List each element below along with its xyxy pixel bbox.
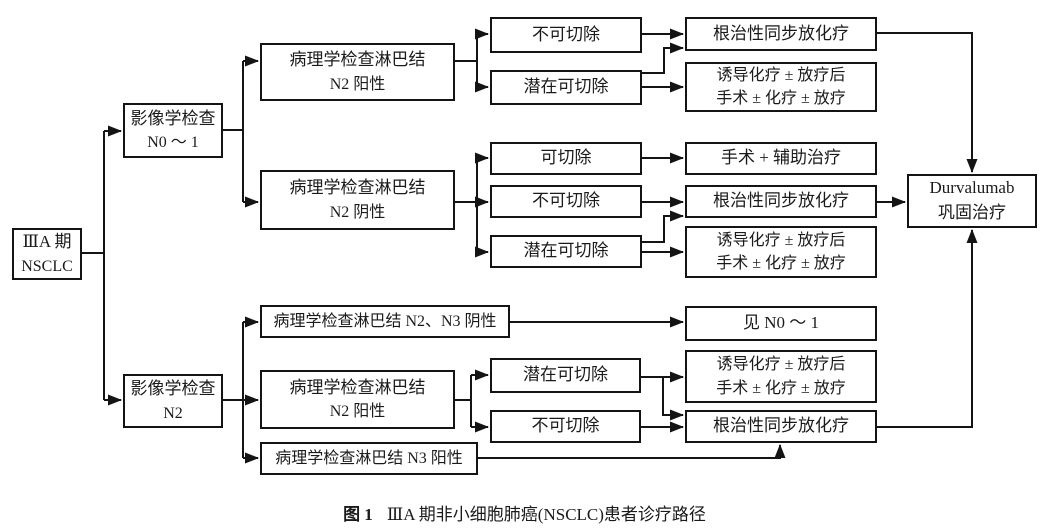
node-text-line: 手术 ± 化疗 ± 放疗 (716, 255, 846, 272)
node-text-line: 不可切除 (531, 416, 600, 436)
figure-caption: 图 1 ⅢA 期非小细胞肺癌(NSCLC)患者诊疗路径 (0, 500, 1049, 525)
node-text-line: 巩固治疗 (938, 203, 1006, 222)
node-text-line: 潜在可切除 (523, 241, 609, 261)
node-text-line: 病理学检查淋巴结 N2、N3 阴性 (273, 312, 497, 330)
arrow-n3pos-to-crt-bottom (478, 444, 786, 459)
arrow-pot-mid-to-crt (642, 210, 684, 243)
node-see-n0-1: 见 N0 ～ 1 (685, 306, 877, 341)
node-text-line: 根治性同步放化疗 (713, 191, 849, 211)
node-text-line: 根治性同步放化疗 (713, 416, 849, 436)
node-text-line: 病理学检查淋巴结 (289, 50, 426, 70)
node-text-line: ⅢA 期 (22, 232, 72, 252)
node-unresectable-mid: 不可切除 (490, 185, 642, 218)
node-text-line: N2 阴性 (329, 203, 386, 221)
node-text-line: 可切除 (540, 148, 592, 168)
node-text-line: 手术 ± 化疗 ± 放疗 (716, 90, 846, 107)
connector-n2neg-trunk (455, 158, 478, 252)
arrow-pot-bottom-to-crt (662, 377, 684, 421)
node-stage-iiia-nsclc: ⅢA 期 NSCLC (12, 228, 82, 280)
node-text-line: 手术 ± 化疗 ± 放疗 (716, 379, 846, 397)
node-durvalumab-consolidation: Durvalumab 巩固治疗 (907, 174, 1037, 228)
arrow-crt-top-to-durvalumab (877, 32, 978, 173)
node-text-line: N2 阳性 (329, 75, 386, 93)
node-text-line: Durvalumab (929, 178, 1015, 198)
node-text-line: 病理学检查淋巴结 (289, 178, 426, 198)
node-text-line: 诱导化疗 ± 放疗后 (716, 356, 846, 374)
connector-n2pos-bottom-trunk (455, 375, 472, 427)
node-surgery-plus-adjuvant: 手术 + 辅助治疗 (685, 142, 877, 175)
node-imaging-n2: 影像学检查 N2 (123, 374, 223, 428)
node-potentially-resectable-top: 潜在可切除 (490, 70, 642, 105)
node-text-line: 潜在可切除 (523, 77, 609, 97)
node-text-line: NSCLC (21, 257, 73, 275)
node-pathology-n3-positive: 病理学检查淋巴结 N3 阳性 (260, 442, 478, 475)
node-text-line: 诱导化疗 ± 放疗后 (716, 66, 846, 84)
node-text-line: 潜在可切除 (523, 365, 608, 385)
node-text-line: 手术 + 辅助治疗 (720, 148, 842, 168)
node-text-line: N2 (163, 404, 183, 422)
node-pathology-n2-positive-bottom: 病理学检查淋巴结 N2 阳性 (260, 370, 455, 429)
node-text-line: N2 阳性 (329, 403, 386, 421)
connector-stage-trunk (82, 131, 105, 400)
node-potentially-resectable-mid: 潜在可切除 (490, 235, 642, 268)
node-definitive-chemoradiotherapy-top: 根治性同步放化疗 (685, 17, 877, 51)
node-text-line: N0 ～ 1 (147, 134, 199, 152)
figure-caption-text: ⅢA 期非小细胞肺癌(NSCLC)患者诊疗路径 (386, 505, 706, 524)
node-text-line: 病理学检查淋巴结 N3 阳性 (275, 449, 463, 467)
node-text-line: 影像学检查 (130, 108, 216, 128)
node-induction-therapy-mid: 诱导化疗 ± 放疗后 手术 ± 化疗 ± 放疗 (685, 226, 877, 278)
connector-n01-trunk (223, 61, 244, 202)
node-text-line: 不可切除 (532, 24, 600, 44)
node-text-line: 见 N0 ～ 1 (742, 313, 820, 333)
node-text-line: 根治性同步放化疗 (713, 23, 849, 43)
node-text-line: 影像学检查 (130, 379, 216, 399)
node-unresectable-top: 不可切除 (490, 17, 642, 53)
node-definitive-chemoradiotherapy-mid: 根治性同步放化疗 (685, 185, 877, 218)
node-induction-therapy-top: 诱导化疗 ± 放疗后 手术 ± 化疗 ± 放疗 (685, 62, 877, 112)
node-text-line: 不可切除 (532, 191, 600, 211)
node-pathology-n2-negative: 病理学检查淋巴结 N2 阴性 (260, 170, 455, 230)
connector-n2-trunk (223, 322, 244, 458)
figure-caption-label: 图 1 (343, 505, 373, 524)
node-imaging-n0-1: 影像学检查 N0 ～ 1 (123, 103, 223, 158)
node-pathology-n2-positive-top: 病理学检查淋巴结 N2 阳性 (260, 43, 455, 101)
node-text-line: 诱导化疗 ± 放疗后 (716, 231, 846, 249)
node-pathology-n2-n3-negative: 病理学检查淋巴结 N2、N3 阴性 (260, 305, 510, 338)
connector-n2pos-top-trunk (455, 34, 478, 87)
node-text-line: 病理学检查淋巴结 (289, 377, 426, 397)
node-definitive-chemoradiotherapy-bottom: 根治性同步放化疗 (685, 410, 877, 443)
arrow-crt-bottom-to-durvalumab (877, 229, 978, 428)
node-resectable-mid: 可切除 (490, 142, 642, 175)
node-induction-therapy-bottom: 诱导化疗 ± 放疗后 手术 ± 化疗 ± 放疗 (685, 350, 877, 403)
node-potentially-resectable-bottom: 潜在可切除 (490, 358, 641, 393)
node-unresectable-bottom: 不可切除 (490, 410, 641, 443)
arrow-pot-top-to-crt (642, 42, 684, 74)
